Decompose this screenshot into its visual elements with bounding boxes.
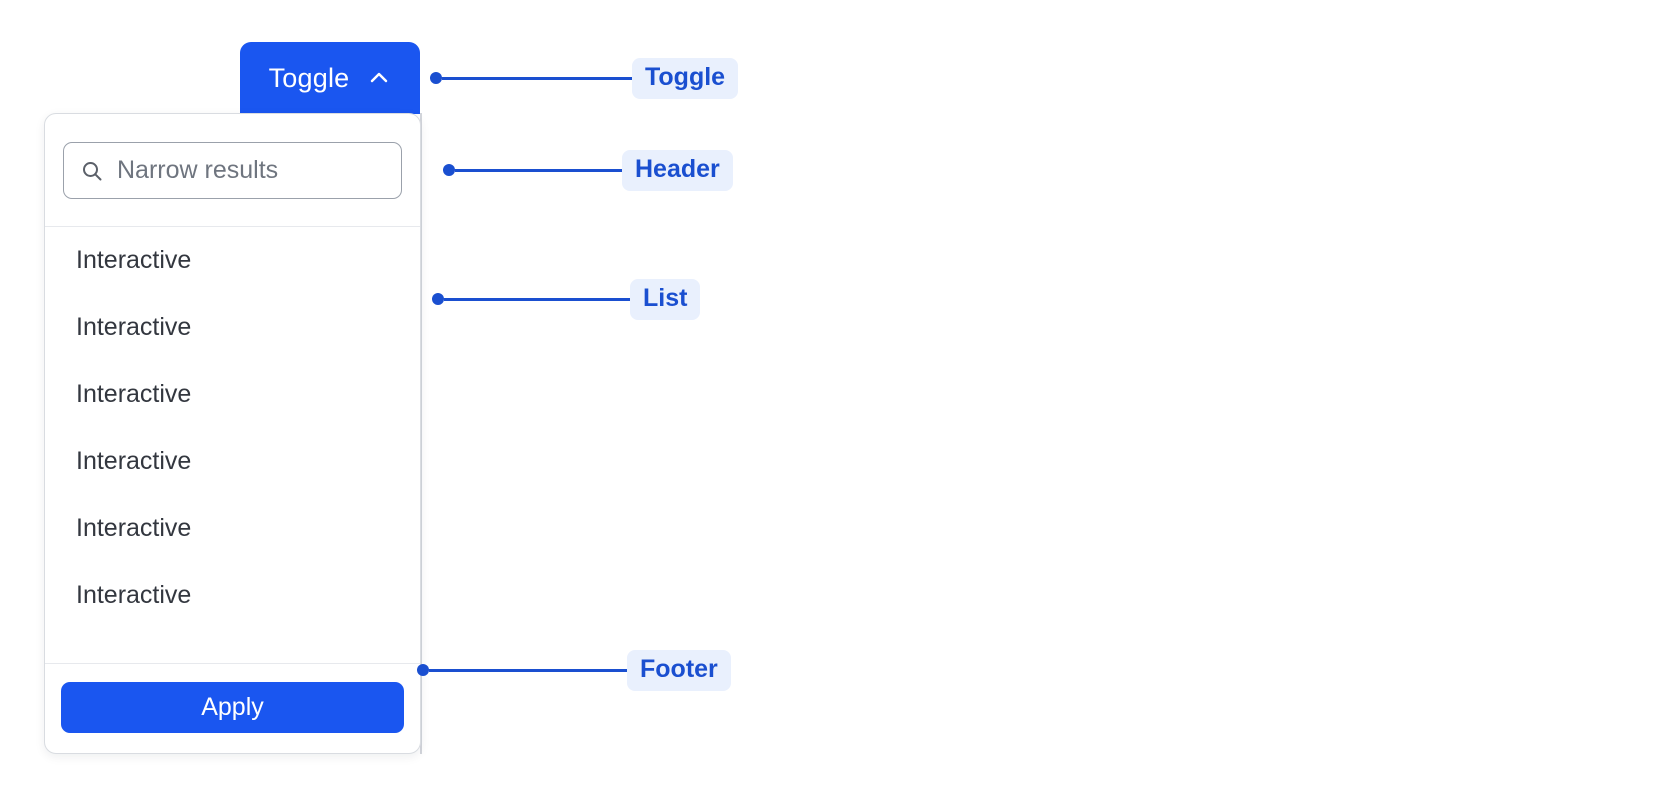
list-item-label: Interactive [76,380,192,408]
dropdown-panel: Interactive Interactive Interactive Inte… [44,113,421,754]
callout-line [429,668,627,672]
callout-footer: Footer [417,649,731,691]
list-item-label: Interactive [76,447,192,475]
toggle-button[interactable]: Toggle [240,42,420,114]
callout-line [455,168,622,172]
callout-dot [443,164,455,176]
panel-list: Interactive Interactive Interactive Inte… [45,227,420,629]
list-item[interactable]: Interactive [45,562,420,629]
list-item[interactable]: Interactive [45,294,420,361]
callout-dot [430,72,442,84]
callout-toggle: Toggle [430,57,739,99]
list-item[interactable]: Interactive [45,227,420,294]
callout-header: Header [443,149,733,191]
callout-dot [417,664,429,676]
toggle-button-label: Toggle [268,62,350,93]
callout-dot [432,293,444,305]
callout-badge-list: List [630,278,701,320]
callout-line [442,76,632,80]
list-item-label: Interactive [76,246,192,274]
list-item-label: Interactive [76,514,192,542]
callout-badge-toggle: Toggle [632,57,739,99]
callout-list: List [432,278,701,320]
apply-button[interactable]: Apply [61,682,404,733]
list-item[interactable]: Interactive [45,495,420,562]
callout-line [444,297,630,301]
list-item[interactable]: Interactive [45,361,420,428]
search-field[interactable] [63,142,402,199]
callout-badge-footer: Footer [627,649,731,691]
list-item-label: Interactive [76,581,192,609]
panel-header [45,114,420,227]
list-item[interactable]: Interactive [45,428,420,495]
search-icon [80,159,104,183]
callout-badge-header: Header [622,149,733,191]
list-item-label: Interactive [76,313,192,341]
annotation-guide-rail [420,113,422,754]
panel-footer: Apply [45,663,420,753]
chevron-up-icon [367,66,391,90]
search-input[interactable] [117,156,385,185]
